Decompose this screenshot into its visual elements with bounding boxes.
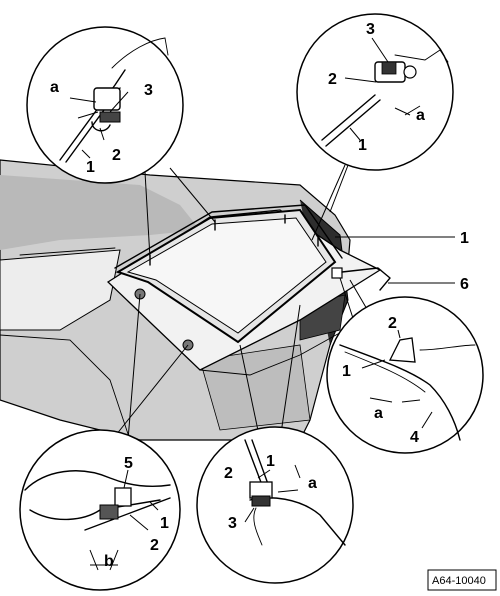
label-5: 5 [124,455,133,472]
clamp-spring [381,61,397,75]
label-2: 2 [112,147,121,164]
detail-top-right: 3 2 a 1 [296,13,454,171]
detail-circle-bottom-center [196,426,354,584]
detail-bottom-center: 1 2 a 3 [196,426,354,584]
clamp-lip [91,121,111,132]
glass-inner-edge [126,217,327,334]
label-1: 1 [160,515,169,532]
window-trim [19,247,116,256]
label-2: 2 [150,537,159,554]
label-1: 1 [86,159,95,176]
label-3: 3 [228,515,237,532]
clamp-spring [99,111,121,123]
drain-fitting [388,337,416,363]
label-2: 2 [328,71,337,88]
roof-module [106,204,391,376]
main-callouts: 1 6 [335,230,469,293]
clamp-spring [251,495,271,507]
roof-shadow [0,175,200,250]
label-a: a [50,79,59,96]
module-edge [84,497,171,531]
clamp-housing [93,87,121,111]
label-1: 1 [358,137,367,154]
label-2: 2 [388,315,397,332]
clamp-pin [403,65,417,79]
reference-code: A64-10040 [432,575,486,587]
label-a: a [374,405,383,422]
label-1: 1 [266,453,275,470]
frame-rail [114,204,343,269]
detail-circle-mid-right [326,296,484,454]
label-3: 3 [366,21,375,38]
label-a: a [416,107,425,124]
lower-body-panel [199,344,311,431]
detail-bottom-left: 5 1 2 b [19,429,181,591]
cable [321,94,376,141]
cable [59,69,126,161]
drain-tube [419,344,476,351]
label-6: 6 [460,276,469,293]
label-a: a [308,475,317,492]
label-1: 1 [342,363,351,380]
clip-base [99,504,119,520]
label-1: 1 [460,230,469,247]
detail-circle-top-right [296,13,454,171]
drain-hose [341,267,391,291]
leader-lines [111,159,386,441]
fastening-clip [114,487,132,507]
guide-wire [111,37,169,69]
reference-code-frame [427,569,497,591]
label-2: 2 [224,465,233,482]
detail-top-left: a 3 2 1 [26,26,184,184]
frame-clips [149,214,319,266]
label-4: 4 [410,429,419,446]
label-b: b [104,553,114,570]
label-3: 3 [144,82,153,99]
roof-flange [24,470,171,491]
drain-connector [331,267,343,279]
side-window [0,249,121,331]
guide-wire [394,49,449,63]
detail-mid-right: 2 1 a 4 [326,296,484,454]
body-flange [339,344,461,441]
reference-code-box: A64-10040 [427,569,497,591]
door-line [0,334,131,441]
front-seal-edge [199,329,346,376]
